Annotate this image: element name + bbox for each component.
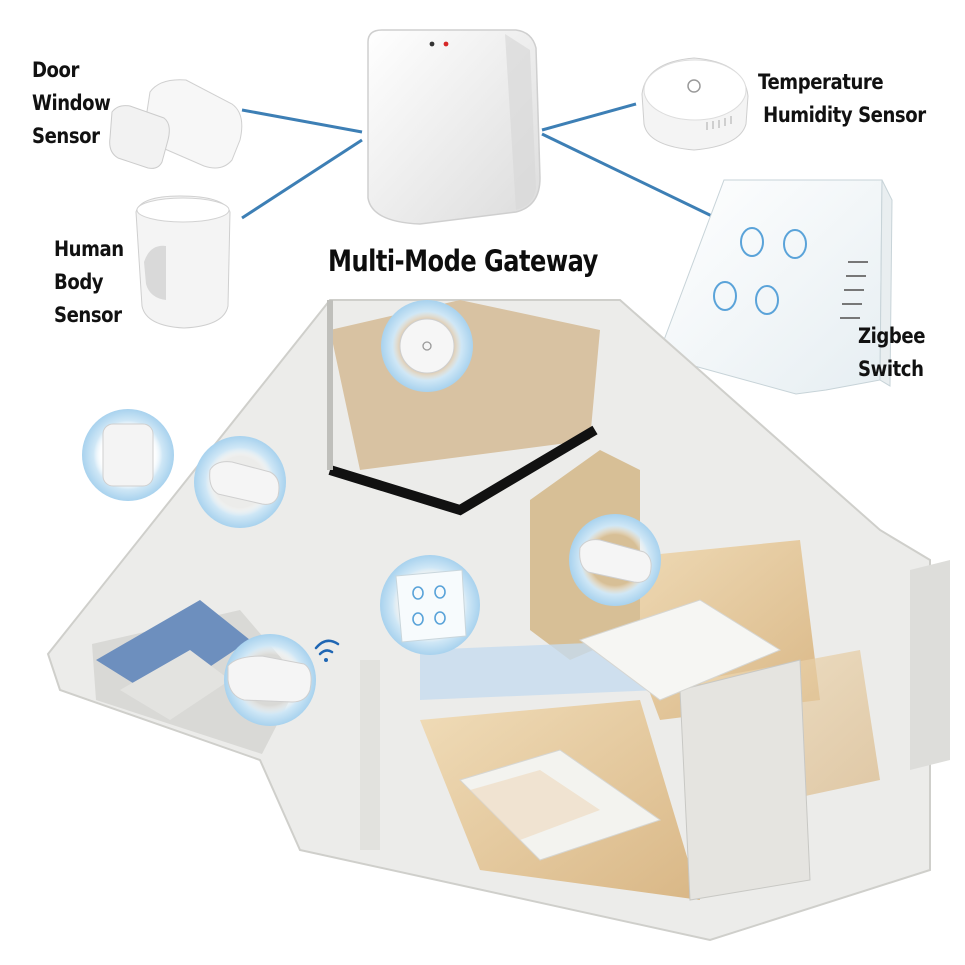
label-line: Door: [32, 58, 80, 82]
connector-door-window: [241, 108, 363, 134]
connector-zigbee-switch: [541, 132, 717, 220]
label-line: Switch: [858, 357, 924, 381]
connector-human-body: [241, 138, 363, 220]
gateway-device: [367, 29, 541, 225]
gateway-led-icon: [429, 41, 435, 47]
label-line: Window: [32, 91, 111, 115]
label-line: Sensor: [32, 124, 100, 148]
label-human-body-sensor: Human Body Sensor: [54, 233, 124, 332]
label-line: Sensor: [54, 303, 122, 327]
switch-button-icon: [713, 281, 737, 311]
thermometer-icon: [687, 79, 701, 93]
switch-button-icon: [783, 229, 807, 259]
device-badges: [82, 300, 661, 726]
zigbee-switch-device: [657, 179, 893, 395]
label-line: Human: [54, 237, 124, 261]
connector-temperature: [541, 102, 637, 132]
switch-button-icon: [755, 285, 779, 315]
connector-lines: [241, 102, 717, 220]
label-door-window-sensor: Door Window Sensor: [32, 54, 111, 153]
house-cutaway: [46, 299, 950, 942]
door-window-sensor-device: [109, 79, 243, 169]
human-body-sensor-device: [135, 195, 231, 329]
label-line: Body: [54, 270, 104, 294]
switch-button-icon: [740, 227, 764, 257]
wifi-icon: [314, 639, 340, 662]
label-line: Temperature: [758, 70, 884, 94]
label-line: Zigbee: [858, 324, 926, 348]
temperature-humidity-sensor-device: [641, 57, 749, 151]
gateway-title: Multi-Mode Gateway: [328, 244, 598, 278]
label-temperature-humidity-sensor: Temperature Humidity Sensor: [758, 66, 926, 132]
label-zigbee-switch: Zigbee Switch: [858, 320, 925, 386]
label-line: Humidity Sensor: [763, 103, 926, 127]
